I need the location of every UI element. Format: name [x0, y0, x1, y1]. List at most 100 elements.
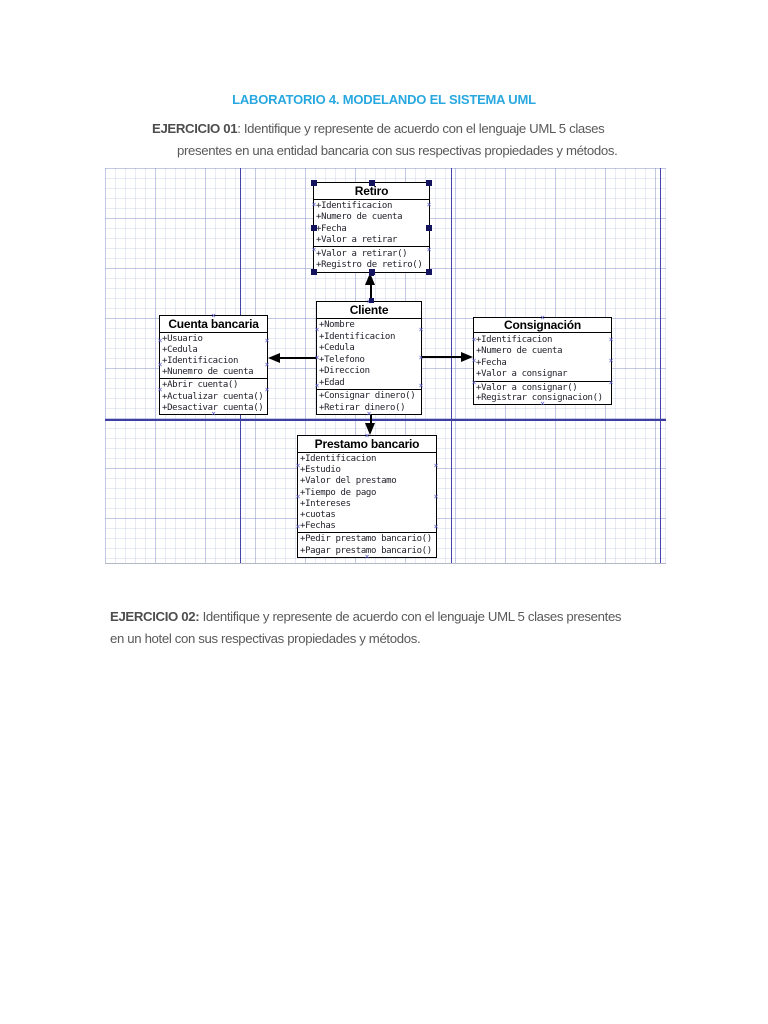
connection-point-icon: × [540, 399, 545, 408]
uml-method: +Pagar prestamo bancario() [300, 545, 432, 556]
connection-point-icon: × [540, 313, 545, 322]
uml-attribute: +Estudio [300, 465, 341, 476]
uml-class-title: Cliente [317, 302, 421, 319]
uml-method: +Actualizar cuenta() [162, 391, 264, 402]
uml-attribute: +Identificacion [300, 454, 377, 465]
relation-cliente-retiro-arrow[interactable] [365, 271, 377, 303]
uml-attribute: +Nombre [319, 320, 355, 331]
exercise-2-line-2: en un hotel con sus respectivas propieda… [110, 631, 421, 646]
uml-method: +Retirar dinero() [319, 402, 406, 413]
uml-methods-compartment: +Valor a consignar()+Registrar consignac… [474, 382, 611, 404]
connection-point-icon: × [418, 381, 424, 390]
uml-attribute: +cuotas [300, 509, 336, 520]
exercise-1-line-1: EJERCICIO 01: Identifique y represente d… [152, 121, 605, 136]
uml-class-consignacion[interactable]: Consignación+Identificacion+Numero de cu… [471, 313, 614, 408]
uml-attribute: +Fecha [476, 357, 507, 368]
connection-point-icon: × [433, 521, 439, 531]
uml-method: +Consignar dinero() [319, 391, 416, 402]
connection-point-icon: × [295, 521, 301, 531]
connection-point-icon: × [433, 461, 439, 471]
relation-cliente-prestamo-bancario-arrow[interactable] [365, 415, 377, 435]
page-boundary-guide-vertical [451, 168, 452, 563]
selection-handle[interactable] [368, 180, 375, 186]
uml-attributes-compartment: +Nombre+Identificacion+Cedula+Telefono+D… [317, 319, 421, 390]
exercise-1-label: EJERCICIO 01 [152, 121, 238, 136]
diagram-canvas[interactable]: Retiro+Identificacion+Numero de cuenta+F… [105, 168, 666, 564]
selection-handle[interactable] [311, 269, 317, 275]
connection-point-icon: × [295, 461, 301, 471]
selection-handle[interactable] [311, 224, 317, 231]
connection-point-icon: × [314, 381, 320, 390]
uml-attribute: +Numero de cuenta [476, 346, 563, 357]
uml-attribute: +Intereses [300, 498, 351, 509]
arrowhead-left-icon [268, 352, 280, 363]
page-boundary-guide-vertical [660, 168, 661, 563]
connection-point-icon: × [366, 409, 372, 418]
uml-attribute: +Edad [319, 377, 345, 388]
uml-methods-compartment: +Pedir prestamo bancario()+Pagar prestam… [298, 533, 436, 557]
relation-cliente-consignacion-arrow[interactable] [422, 351, 473, 363]
selection-handle[interactable] [311, 180, 317, 186]
uml-attribute: +Identificacion [162, 356, 239, 366]
selection-handle[interactable] [426, 224, 432, 231]
relation-endpoint-handle[interactable] [368, 271, 374, 276]
uml-method: +Valor a consignar() [476, 382, 578, 393]
uml-attribute: +Valor a consignar [476, 369, 568, 380]
relation-line [279, 356, 316, 360]
uml-attribute: +Identificacion [316, 201, 393, 212]
uml-attribute: +Identificacion [319, 331, 396, 342]
connection-point-icon: × [211, 311, 216, 320]
relation-line [369, 415, 373, 425]
page-boundary-guide-horizontal [105, 419, 666, 421]
connection-point-icon: × [211, 409, 216, 418]
connection-point-icon: × [608, 334, 614, 344]
uml-class-retiro[interactable]: Retiro+Identificacion+Numero de cuenta+F… [311, 179, 432, 276]
uml-attributes-compartment: +Identificacion+Estudio+Valor del presta… [298, 453, 436, 533]
uml-class-cuenta-bancaria[interactable]: Cuenta bancaria+Usuario+Cedula+Identific… [157, 311, 270, 418]
uml-attribute: +Cedula [162, 345, 198, 355]
uml-methods-compartment: +Abrir cuenta()+Actualizar cuenta()+Desa… [160, 379, 267, 414]
uml-method: +Pedir prestamo bancario() [300, 534, 432, 545]
relation-cliente-cuenta-bancaria-arrow[interactable] [268, 352, 316, 364]
uml-attributes-compartment: +Usuario+Cedula+Identificacion+Nunemro d… [160, 333, 267, 379]
connection-point-icon: × [157, 384, 163, 394]
exercise-1-text: : Identifique y represente de acuerdo co… [237, 121, 605, 136]
uml-attribute: +Usuario [162, 334, 203, 344]
relation-endpoint-handle[interactable] [368, 298, 374, 303]
exercise-1-line-2: presentes en una entidad bancaria con su… [177, 143, 618, 158]
uml-class-prestamo-bancario[interactable]: Prestamo bancario+Identificacion+Estudio… [295, 432, 439, 561]
connection-point-icon: × [264, 335, 270, 345]
uml-method: +Desactivar cuenta() [162, 402, 264, 413]
relation-line [422, 355, 462, 359]
uml-attribute: +Valor a retirar [316, 234, 398, 245]
exercise-2-label: EJERCICIO 02: [110, 609, 200, 624]
connection-point-icon: × [264, 384, 270, 394]
connection-point-icon: × [608, 356, 614, 365]
relation-line [369, 284, 373, 301]
connection-point-icon: × [426, 200, 432, 210]
connection-point-icon: × [471, 334, 477, 344]
uml-attribute: +Cedula [319, 343, 355, 354]
uml-class-cliente[interactable]: Cliente+Nombre+Identificacion+Cedula+Tel… [314, 298, 424, 418]
selection-handle[interactable] [426, 180, 432, 186]
uml-attribute: +Fechas [300, 520, 336, 531]
connection-point-icon: × [264, 360, 270, 369]
uml-methods-compartment: +Consignar dinero()+Retirar dinero() [317, 390, 421, 414]
page-title: LABORATORIO 4. MODELANDO EL SISTEMA UML [232, 92, 536, 107]
arrowhead-right-icon [461, 351, 473, 362]
uml-attribute: +Valor del prestamo [300, 476, 397, 487]
uml-attribute: +Numero de cuenta [316, 212, 403, 223]
connection-point-icon: × [314, 353, 320, 362]
uml-class-title: Cuenta bancaria [160, 316, 267, 333]
uml-method: +Valor a retirar() [316, 248, 408, 259]
connection-point-icon: × [295, 491, 301, 501]
connection-point-icon: × [471, 356, 477, 365]
selection-handle[interactable] [426, 269, 432, 275]
uml-class-title: Prestamo bancario [298, 436, 436, 453]
uml-attribute: +Direccion [319, 366, 370, 377]
uml-method: +Abrir cuenta() [162, 380, 239, 391]
connection-point-icon: × [311, 244, 317, 254]
connection-point-icon: × [364, 552, 370, 561]
uml-class-title: Retiro [314, 183, 429, 200]
